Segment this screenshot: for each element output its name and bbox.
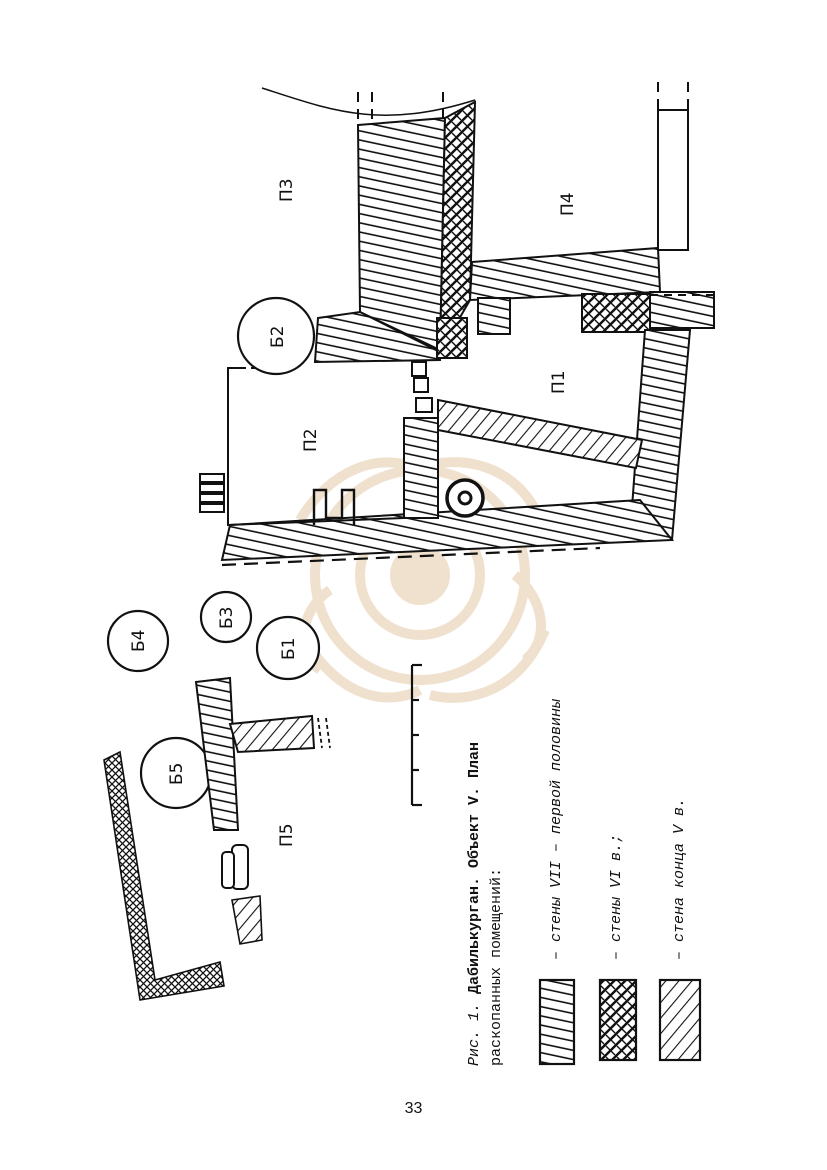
legend-text-vi: – стены VI в.; (608, 834, 625, 960)
pit-label-b5: Б5 (167, 763, 187, 785)
room-label-p4: П4 (558, 192, 578, 216)
room-label-p5: П5 (277, 823, 297, 847)
legend-text-v: – стена конца V в. (671, 798, 688, 960)
pit-label-b3: Б3 (217, 607, 237, 629)
pit-label-b1: Б1 (279, 638, 299, 660)
room-label-p3: П3 (277, 178, 297, 202)
room-label-p1: П1 (549, 370, 569, 394)
pit-label-b4: Б4 (129, 630, 149, 652)
legend-swatch-v (658, 978, 702, 1062)
legend-swatch-vi (598, 978, 638, 1062)
pit-label-b2: Б2 (268, 326, 288, 348)
room-label-p2: П2 (301, 428, 321, 452)
legend-swatch-vii (538, 978, 576, 1066)
figure-caption-line1: Рис. 1. Дабилькурган. Объект V. План (466, 742, 483, 1066)
legend-text-vii: – стены VII – первой половины (548, 699, 565, 960)
figure-caption-line2: раскопанных помещений: (488, 868, 505, 1066)
page-number: 33 (404, 1100, 423, 1117)
